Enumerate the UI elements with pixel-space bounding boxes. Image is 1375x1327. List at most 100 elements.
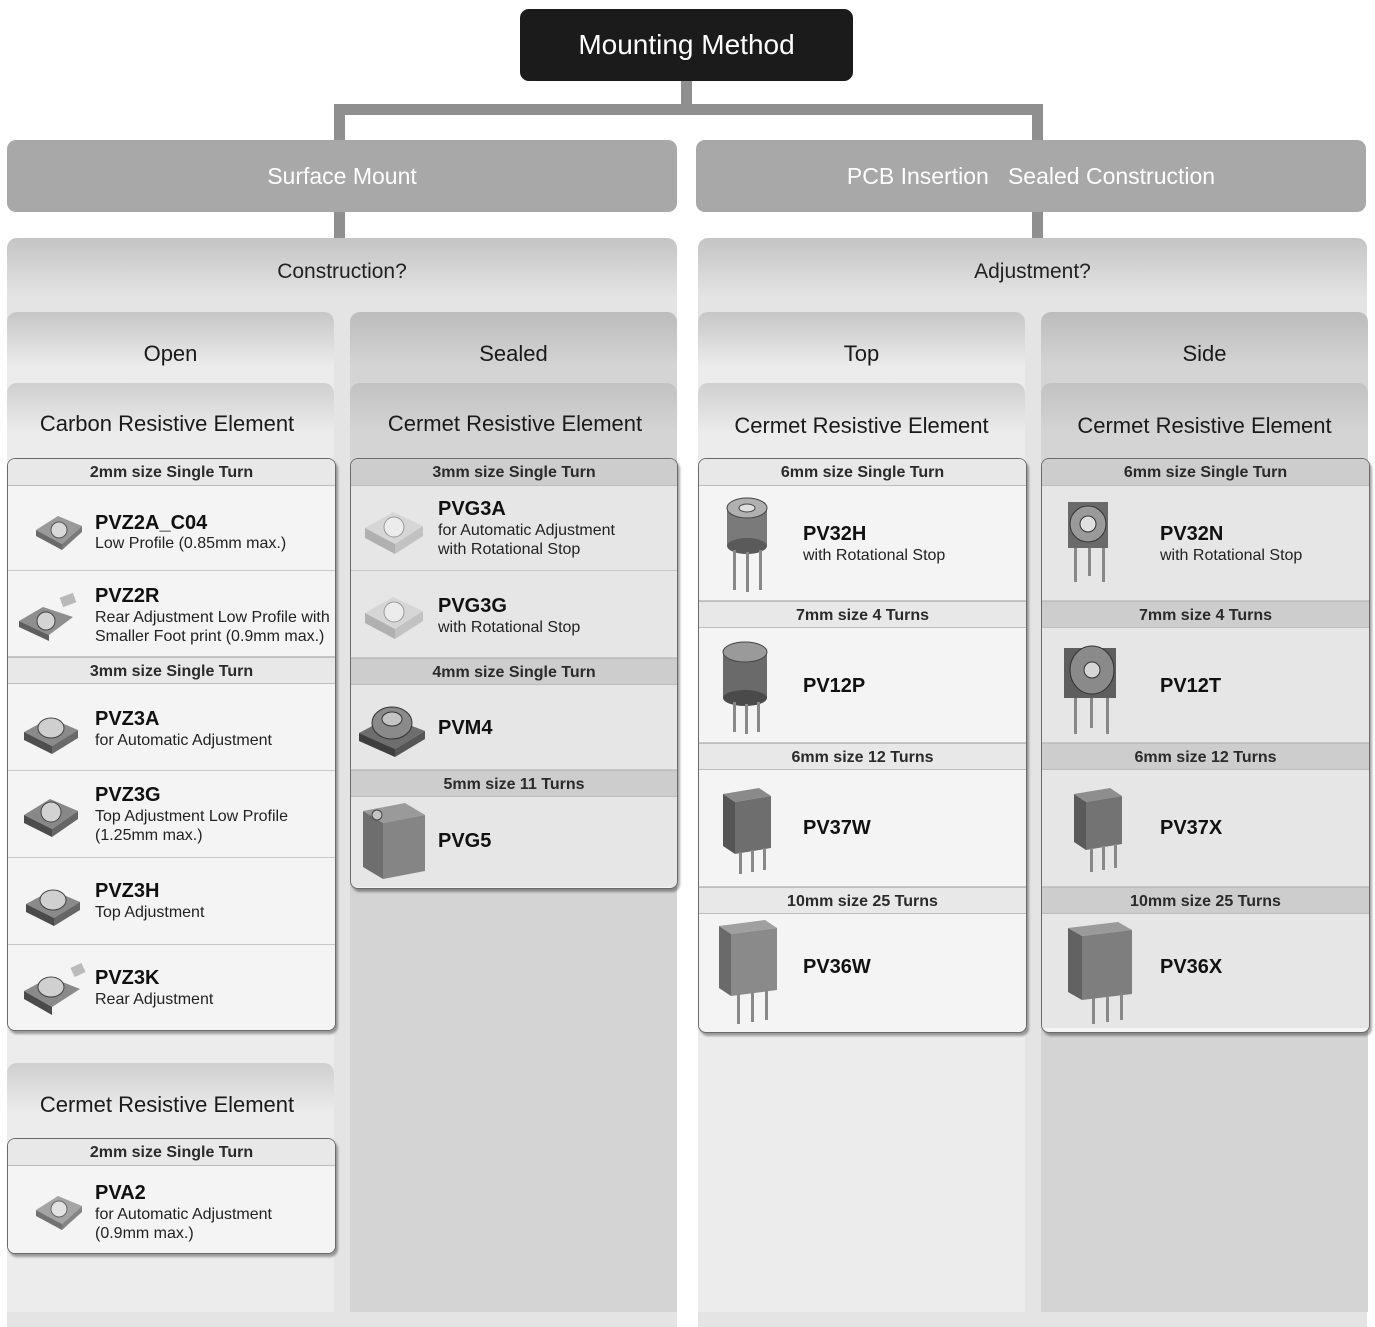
sealed-column-title: Sealed <box>479 341 548 366</box>
product-desc-2: Smaller Foot print (0.9mm max.) <box>95 628 325 645</box>
potentiometer-thumbnail-icon <box>723 788 771 874</box>
product-row[interactable]: PVM4 <box>351 685 677 770</box>
connector-right-drop <box>1032 104 1043 140</box>
trimmer-thumbnail-icon <box>36 1196 82 1230</box>
product-desc: with Rotational Stop <box>803 547 946 564</box>
size-header: 7mm size 4 Turns <box>699 601 1026 628</box>
product-desc: with Rotational Stop <box>438 619 581 636</box>
trimmer-thumbnail-icon <box>26 889 80 926</box>
product-desc: Top Adjustment <box>95 904 205 921</box>
product-desc: Rear Adjustment <box>95 991 214 1008</box>
trimmer-thumbnail-icon <box>24 717 78 754</box>
construction-question: Construction? <box>277 260 407 283</box>
size-header: 2mm size Single Turn <box>8 1139 335 1166</box>
potentiometer-thumbnail-icon <box>719 920 777 1024</box>
product-name: PVZ2R <box>95 585 160 607</box>
product-name: PVA2 <box>95 1182 146 1204</box>
product-name: PV12P <box>803 675 866 697</box>
product-row[interactable]: PVZ3G Top Adjustment Low Profile (1.25mm… <box>8 771 335 858</box>
product-name: PV12T <box>1160 675 1222 697</box>
side-cermet-title: Cermet Resistive Element <box>1077 413 1332 438</box>
connector-bar <box>334 104 1043 115</box>
product-desc-2: (0.9mm max.) <box>95 1225 194 1242</box>
size-header: 3mm size Single Turn <box>8 657 335 684</box>
side-cermet-card: 6mm size Single Turn PV32N with Rotation… <box>1041 458 1370 1033</box>
product-row[interactable]: PVZ3H Top Adjustment <box>8 858 335 945</box>
open-column-title: Open <box>143 341 198 366</box>
trimmer-thumbnail-icon <box>359 706 425 757</box>
product-desc: Rear Adjustment Low Profile with <box>95 609 330 626</box>
size-header: 10mm size 25 Turns <box>1042 887 1369 914</box>
product-name: PV37X <box>1160 817 1223 839</box>
product-row[interactable]: PVZ3A for Automatic Adjustment <box>8 684 335 771</box>
adjustment-question: Adjustment? <box>974 260 1091 283</box>
product-name: PVZ3K <box>95 967 160 989</box>
product-desc: with Rotational Stop <box>1160 547 1303 564</box>
connector-trunk <box>681 81 692 105</box>
carbon-element-title: Carbon Resistive Element <box>39 411 295 436</box>
product-row[interactable]: PV12P <box>699 628 1026 743</box>
open-cermet-card: 2mm size Single Turn PVA2 for Automatic … <box>7 1138 336 1254</box>
product-name: PV32H <box>803 523 867 545</box>
product-desc: for Automatic Adjustment <box>95 732 272 749</box>
connector-right-down <box>1032 212 1043 238</box>
product-desc: for Automatic Adjustment <box>438 522 615 539</box>
product-desc-2: with Rotational Stop <box>438 541 581 558</box>
product-name: PVZ2A_C04 <box>95 512 208 534</box>
product-name: PV36X <box>1160 956 1223 978</box>
product-desc: Low Profile (0.85mm max.) <box>95 535 287 552</box>
top-column-title: Top <box>843 341 880 366</box>
product-name: PV36W <box>803 956 871 978</box>
product-row[interactable]: PV36W <box>699 914 1026 1028</box>
size-header: 7mm size 4 Turns <box>1042 601 1369 628</box>
trimmer-thumbnail-icon <box>24 962 86 1015</box>
product-row[interactable]: PV37W <box>699 770 1026 887</box>
size-header: 2mm size Single Turn <box>8 459 335 486</box>
product-row[interactable]: PV32N with Rotational Stop <box>1042 486 1369 601</box>
open-carbon-card: 2mm size Single Turn PVZ2A_C04 Low Profi… <box>7 458 336 1031</box>
trimmer-thumbnail-icon <box>365 597 423 639</box>
potentiometer-thumbnail-icon <box>1064 645 1116 734</box>
open-cermet-title: Cermet Resistive Element <box>39 1092 295 1117</box>
trimmer-thumbnail-icon <box>24 799 78 837</box>
product-name: PVG5 <box>438 830 492 852</box>
top-cermet-title: Cermet Resistive Element <box>734 413 989 438</box>
sealed-cermet-title: Cermet Resistive Element <box>387 411 643 436</box>
product-row[interactable]: PVG3G with Rotational Stop <box>351 571 677 658</box>
product-row[interactable]: PVZ3K Rear Adjustment <box>8 945 335 1030</box>
product-name: PV32N <box>1160 523 1224 545</box>
size-header: 6mm size Single Turn <box>699 459 1026 486</box>
size-header: 3mm size Single Turn <box>351 459 677 486</box>
product-name: PVZ3G <box>95 784 161 806</box>
side-column-title: Side <box>1182 341 1227 366</box>
potentiometer-thumbnail-icon <box>1074 788 1122 872</box>
trimmer-thumbnail-icon <box>36 516 82 550</box>
product-row[interactable]: PVZ2A_C04 Low Profile (0.85mm max.) <box>8 486 335 571</box>
product-row[interactable]: PV12T <box>1042 628 1369 743</box>
product-name: PVG3G <box>438 595 507 617</box>
trimmer-thumbnail-icon <box>363 803 425 879</box>
product-row[interactable]: PV32H with Rotational Stop <box>699 486 1026 601</box>
potentiometer-thumbnail-icon <box>726 497 768 592</box>
product-row[interactable]: PV36X <box>1042 914 1369 1028</box>
product-row[interactable]: PVG3A for Automatic Adjustment with Rota… <box>351 486 677 571</box>
product-name: PVG3A <box>438 498 506 520</box>
size-header: 6mm size 12 Turns <box>699 743 1026 770</box>
product-name: PVZ3H <box>95 880 160 902</box>
potentiometer-thumbnail-icon <box>722 641 768 734</box>
product-row[interactable]: PVZ2R Rear Adjustment Low Profile with S… <box>8 571 335 657</box>
product-row[interactable]: PVA2 for Automatic Adjustment (0.9mm max… <box>8 1166 335 1253</box>
size-header: 5mm size 11 Turns <box>351 770 677 797</box>
product-row[interactable]: PVG5 <box>351 797 677 887</box>
mounting-method-title: Mounting Method <box>520 9 853 81</box>
product-desc-2: (1.25mm max.) <box>95 827 203 844</box>
product-row[interactable]: PV37X <box>1042 770 1369 887</box>
size-header: 10mm size 25 Turns <box>699 887 1026 914</box>
connector-left-drop <box>334 104 345 140</box>
size-header: 6mm size 12 Turns <box>1042 743 1369 770</box>
connector-left-down <box>334 212 345 238</box>
product-name: PVZ3A <box>95 708 160 730</box>
trimmer-thumbnail-icon <box>19 592 77 641</box>
size-header: 4mm size Single Turn <box>351 658 677 685</box>
product-name: PVM4 <box>438 717 493 739</box>
